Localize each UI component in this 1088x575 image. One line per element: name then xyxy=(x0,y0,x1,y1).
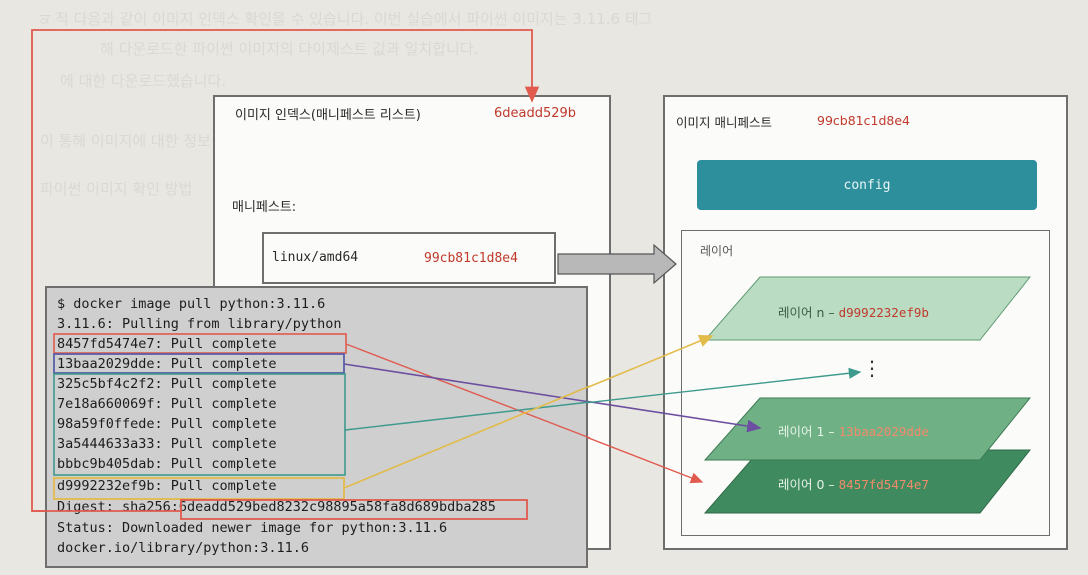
terminal-line: 3.11.6: Pulling from library/python xyxy=(57,316,342,332)
image-index-title: 이미지 인덱스(매니페스트 리스트) xyxy=(235,108,421,123)
layer-0-label: 레이어 0 – 8457fd5474e7 xyxy=(778,474,929,493)
layers-ellipsis: ⋮ xyxy=(862,356,882,380)
config-block: config xyxy=(697,160,1037,210)
image-manifest-digest: 99cb81c1d8e4 xyxy=(817,113,910,128)
layer-1-shape xyxy=(703,397,1032,461)
layer-1-sep: – xyxy=(824,424,839,439)
layer-1-name: 레이어 1 xyxy=(778,424,825,439)
layer-0-hash: 8457fd5474e7 xyxy=(838,477,929,492)
terminal-line: docker.io/library/python:3.11.6 xyxy=(57,540,309,556)
layer-n-name: 레이어 n xyxy=(778,305,825,320)
layer-1-hash: 13baa2029dde xyxy=(838,424,929,439)
layer-0-name: 레이어 0 xyxy=(778,477,825,492)
big-arrow-shape xyxy=(557,243,677,285)
image-manifest-title: 이미지 매니페스트 xyxy=(676,115,772,130)
layer-n-label: 레이어 n – d9992232ef9b xyxy=(778,302,929,321)
terminal-line: 325c5bf4c2f2: Pull complete xyxy=(57,376,277,392)
layer-0-sep: – xyxy=(824,477,839,492)
digest-value: 6deadd529bed8232c98895a58fa8d689bdba285 xyxy=(178,499,496,515)
terminal-window: $ docker image pull python:3.11.6 3.11.6… xyxy=(45,286,588,568)
image-index-digest: 6deadd529b xyxy=(494,106,577,121)
terminal-line: $ docker image pull python:3.11.6 xyxy=(57,296,326,312)
terminal-line: 3a5444633a33: Pull complete xyxy=(57,436,277,452)
terminal-line: d9992232ef9b: Pull complete xyxy=(57,478,277,494)
platform-manifest-entry xyxy=(262,232,556,284)
layers-label: 레이어 xyxy=(700,244,734,258)
platform-label: linux/amd64 xyxy=(272,250,359,265)
terminal-line: 98a59f0ffede: Pull complete xyxy=(57,416,277,432)
manifests-label: 매니페스트: xyxy=(232,200,297,215)
terminal-line: 8457fd5474e7: Pull complete xyxy=(57,336,277,352)
terminal-line: 13baa2029dde: Pull complete xyxy=(57,356,277,372)
layer-n-sep: – xyxy=(824,305,839,320)
platform-manifest-digest: 99cb81c1d8e4 xyxy=(424,251,518,266)
digest-prefix: Digest: sha256: xyxy=(57,499,179,515)
terminal-line: bbbc9b405dab: Pull complete xyxy=(57,456,277,472)
layer-n-hash: d9992232ef9b xyxy=(838,305,929,320)
layer-1-label: 레이어 1 – 13baa2029dde xyxy=(778,421,929,440)
terminal-digest-line: Digest: sha256:6deadd529bed8232c98895a58… xyxy=(57,497,496,517)
layer-n-shape xyxy=(703,276,1032,341)
terminal-line: Status: Downloaded newer image for pytho… xyxy=(57,520,448,536)
terminal-line: 7e18a660069f: Pull complete xyxy=(57,396,277,412)
